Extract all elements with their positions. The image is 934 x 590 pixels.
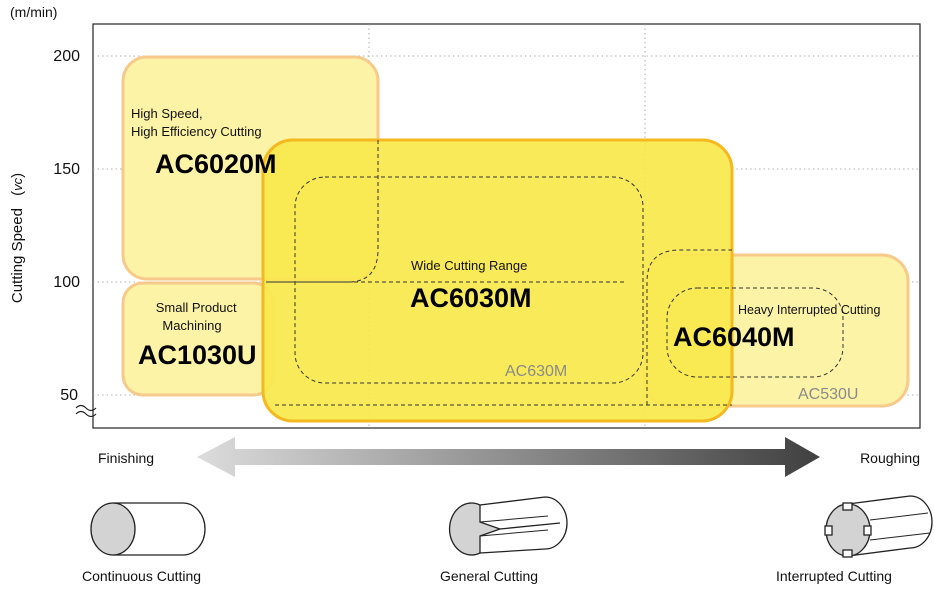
y-unit-label: (m/min) bbox=[10, 4, 57, 20]
y-tick-label: 200 bbox=[53, 48, 80, 65]
finishing-roughing-arrow bbox=[197, 437, 820, 477]
dashed-outlines bbox=[263, 140, 844, 406]
region-ac6030m bbox=[261, 138, 734, 423]
dashed-ac630m bbox=[294, 176, 644, 384]
general-cutting-icon bbox=[448, 496, 568, 556]
grade-label-ac6030m: AC6030M bbox=[410, 283, 532, 313]
y-tick-label: 50 bbox=[60, 387, 78, 404]
title-line: Small Product bbox=[156, 300, 237, 315]
interrupted-cutting-icon bbox=[824, 495, 933, 558]
region-title-ac1030u: Small Product Machining bbox=[156, 300, 241, 333]
caption-interrupted-cutting: Interrupted Cutting bbox=[776, 568, 892, 584]
dashed-ac6020m-edge bbox=[263, 140, 379, 283]
y-tick-label: 100 bbox=[53, 274, 80, 291]
grade-label-ac630m: AC630M bbox=[505, 363, 567, 380]
grade-label-ac6020m: AC6020M bbox=[155, 149, 277, 179]
dashed-ac530u-edge bbox=[646, 249, 732, 405]
grade-label-ac530u: AC530U bbox=[798, 386, 858, 403]
caption-general-cutting: General Cutting bbox=[440, 568, 539, 584]
region-title-ac6030m: Wide Cutting Range bbox=[411, 258, 527, 273]
y-axis-title: Cutting Speed (vc) bbox=[9, 173, 26, 303]
axis-break-icon bbox=[75, 404, 97, 418]
y-tick-label: 150 bbox=[53, 161, 80, 178]
title-line: High Efficiency Cutting bbox=[131, 124, 262, 139]
title-line: Machining bbox=[162, 318, 221, 333]
caption-continuous-cutting: Continuous Cutting bbox=[82, 568, 202, 584]
x-left-label: Finishing bbox=[98, 450, 154, 466]
continuous-cutting-icon bbox=[90, 502, 206, 556]
y-axis-symbol: vc bbox=[10, 177, 25, 191]
grade-label-ac1030u: AC1030U bbox=[138, 340, 257, 370]
region-title-ac6020m: High Speed, High Efficiency Cutting bbox=[131, 106, 262, 139]
dashed-ac6040m-inner bbox=[666, 287, 844, 378]
grade-label-ac6040m: AC6040M bbox=[673, 322, 795, 352]
svg-text:Cutting Speed (vc): Cutting Speed (vc) bbox=[9, 173, 26, 303]
title-line: High Speed, bbox=[131, 106, 203, 121]
region-title-ac6040m: Heavy Interrupted Cutting bbox=[738, 303, 880, 317]
x-right-label: Roughing bbox=[860, 450, 920, 466]
y-axis-label: Cutting Speed bbox=[9, 208, 26, 303]
